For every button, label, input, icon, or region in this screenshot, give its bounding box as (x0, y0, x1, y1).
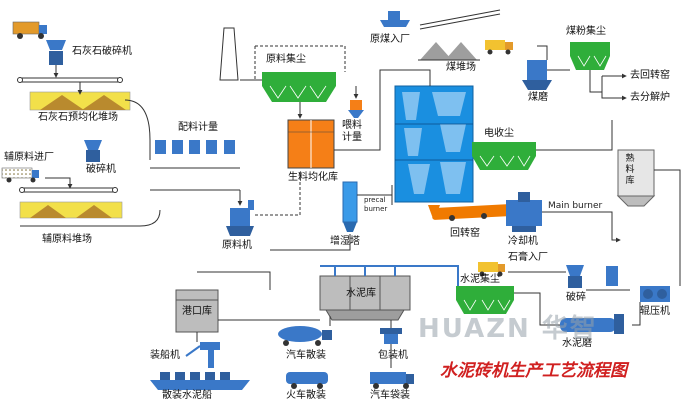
label-raw-batching: 配料计量 (178, 122, 218, 133)
gypsum-bins (586, 266, 630, 291)
gypsum-truck-icon (478, 262, 505, 277)
dump-truck-icon (12, 21, 47, 39)
label-cement-dust: 水泥集尘 (460, 274, 500, 285)
label-raw-coal-in: 原煤入厂 (370, 34, 410, 45)
label-train-bulk: 火车散装 (286, 390, 326, 401)
aux-conveyor (19, 187, 118, 193)
label-cooler: 冷却机 (508, 236, 538, 247)
aux-crusher-icon (84, 140, 102, 162)
label-aux-material-yard: 辅原料堆场 (42, 234, 92, 245)
clinker-silo (616, 149, 656, 207)
coal-mill-icon (522, 45, 552, 90)
label-bulk-ship: 散装水泥船 (162, 390, 212, 401)
label-feed-meter: 喂料计量 (342, 120, 362, 143)
raw-batching-section (150, 140, 254, 236)
coal-section (380, 9, 627, 101)
cement-silo-tops (334, 266, 396, 276)
label-electro-dust: 电收尘 (484, 128, 514, 139)
watermark-logo: HUAZN 华智 (418, 314, 598, 344)
label-truck-bulk: 汽车散装 (286, 350, 326, 361)
cement-mill-icon (560, 314, 624, 334)
conveyor-belt (17, 65, 123, 83)
label-clinker-silo: 熟料库 (625, 154, 635, 186)
label-packing-machine: 包装机 (378, 350, 408, 361)
label-limestone-crusher: 石灰石破碎机 (72, 46, 132, 57)
ship-loader-icon (185, 342, 220, 368)
aux-stockpile (19, 201, 123, 219)
packing-machine-icon (380, 320, 402, 344)
cement-silo (319, 275, 411, 321)
label-aux-material-in: 辅原料进厂 (4, 152, 54, 163)
label-to-calciner: 去分解炉 (630, 92, 670, 103)
coal-truck-icon (485, 40, 513, 55)
label-humidifier: 增湿塔 (330, 236, 360, 247)
label-crusher: 破碎机 (86, 164, 116, 175)
label-precal-burner: precal burner (364, 196, 388, 213)
tanker-truck-icon (278, 316, 332, 346)
aux-truck-icon (1, 167, 39, 183)
label-crusher2: 破碎 (566, 292, 586, 303)
batching-hoppers (155, 140, 235, 154)
roller-press-icon (640, 286, 670, 302)
limestone-stockpile (29, 82, 131, 111)
label-truck-bagged: 汽车袋装 (370, 390, 410, 401)
cement-dust-collector (456, 286, 514, 314)
raw-homo-silo (287, 119, 335, 169)
label-roller-press: 辊压机 (640, 306, 670, 317)
bagged-truck-icon (370, 344, 414, 389)
chimney (219, 27, 239, 81)
label-coal-dust-collector: 煤粉集尘 (566, 26, 606, 37)
cooler (506, 192, 542, 232)
limestone-section (1, 21, 161, 227)
limestone-crusher-icon (46, 40, 66, 65)
coal-ship-icon (380, 11, 410, 27)
label-gypsum-in: 石膏入厂 (508, 252, 548, 263)
train-tanker-icon (286, 372, 328, 389)
raw-dust-collector (254, 45, 346, 102)
label-ship-loader: 装船机 (150, 350, 180, 361)
label-main-burner: Main burner (548, 201, 603, 211)
coal-yard-piles (418, 42, 480, 61)
label-raw-mill: 原料机 (222, 240, 252, 251)
label-cement-silo: 水泥库 (346, 288, 376, 299)
diagram-caption: 水泥砖机生产工艺流程图 (440, 361, 627, 381)
label-raw-homo-silo: 生料均化库 (288, 172, 338, 183)
label-coal-mill: 煤磨 (528, 92, 548, 103)
electro-dust-collector (472, 142, 536, 170)
coal-dust-collector (570, 42, 610, 70)
feed-meter (348, 86, 364, 118)
label-limestone-prehomo: 石灰石预均化堆场 (38, 112, 118, 123)
raw-mill-icon (226, 200, 254, 236)
humidifier-tower (342, 181, 358, 232)
label-to-kiln: 去回转窑 (630, 70, 670, 81)
label-coal-yard: 煤堆场 (446, 62, 476, 73)
label-port-silo: 港口库 (182, 306, 212, 317)
label-cement-mill: 水泥磨 (562, 338, 592, 349)
label-raw-dust-collector: 原料集尘 (266, 54, 306, 65)
preheater-tower (394, 85, 474, 203)
label-rotary-kiln: 回转窑 (450, 228, 480, 239)
gypsum-crusher-icon (566, 265, 584, 288)
bulk-ship-icon (150, 372, 250, 390)
port-silo (175, 289, 219, 333)
rotary-kiln (428, 204, 513, 221)
coal-conveyor (419, 9, 501, 30)
